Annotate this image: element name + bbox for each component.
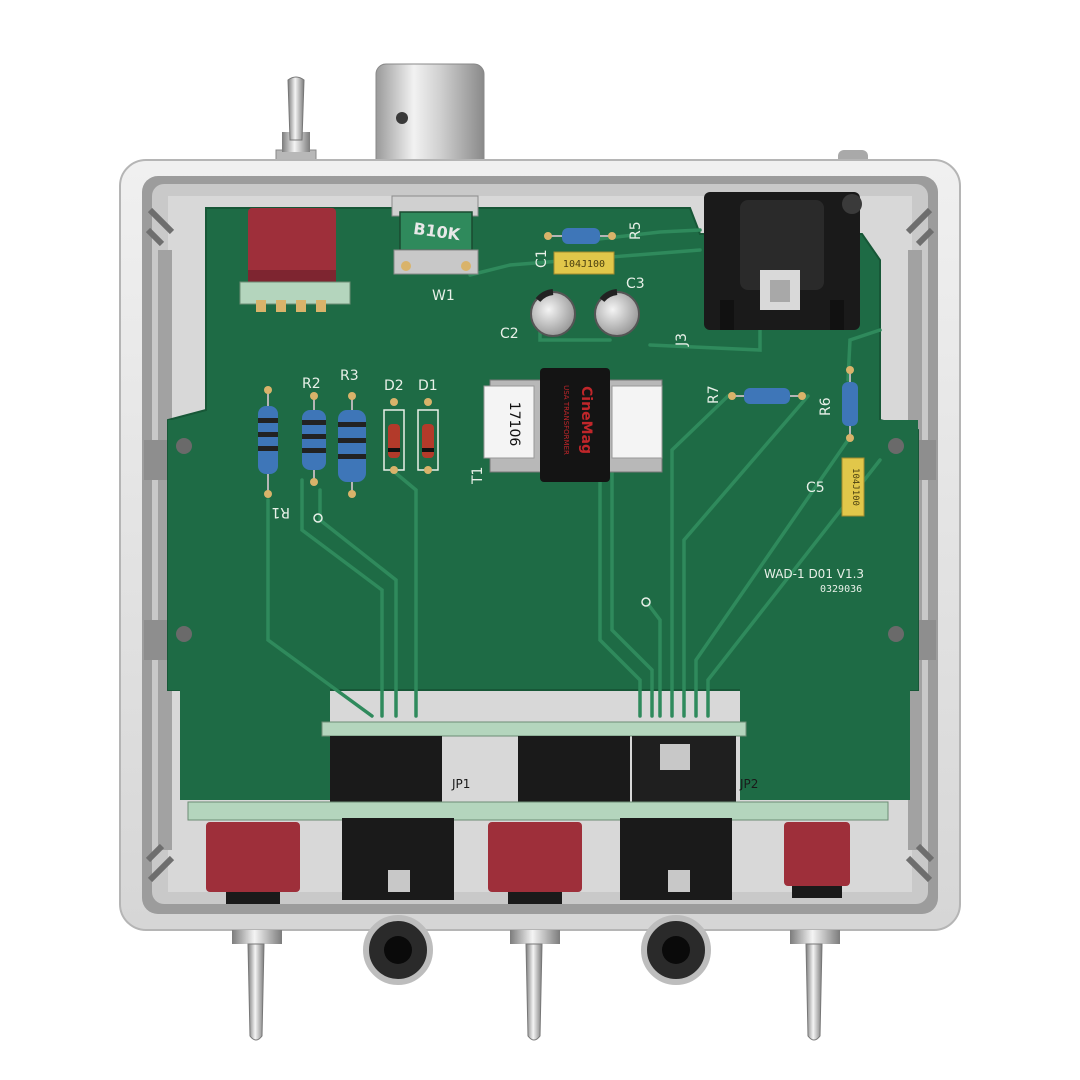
silk-w1: W1 bbox=[432, 288, 455, 304]
silk-j3: J3 bbox=[674, 333, 690, 347]
power-toggle-switch[interactable] bbox=[275, 76, 317, 169]
transformer-brand-label: CineMag bbox=[578, 386, 594, 454]
c5-value-label: 104J100 bbox=[850, 468, 860, 506]
transformer-number-label: 17106 bbox=[506, 402, 522, 447]
silk-d2: D2 bbox=[384, 378, 404, 394]
silk-jp1: JP1 bbox=[451, 777, 470, 791]
jack-header-board: JP1 JP2 bbox=[321, 721, 758, 806]
resistor-r7: R7 bbox=[706, 385, 806, 404]
silk-r7: R7 bbox=[706, 385, 722, 404]
silk-c3: C3 bbox=[626, 276, 645, 292]
input-jack-1[interactable] bbox=[342, 818, 454, 985]
silk-r2: R2 bbox=[302, 376, 321, 392]
capacitor-c2: C2 bbox=[500, 289, 576, 342]
silk-c2: C2 bbox=[500, 326, 519, 342]
c1-value-label: 104J100 bbox=[563, 259, 605, 270]
gain-knob[interactable] bbox=[375, 63, 485, 177]
silk-r5: R5 bbox=[628, 221, 644, 240]
silk-t1: T1 bbox=[470, 467, 486, 485]
board-serial-label: 0329036 bbox=[820, 584, 862, 595]
filter-toggle-switch[interactable] bbox=[784, 822, 850, 1041]
silk-r3: R3 bbox=[340, 368, 359, 384]
resistor-r5: R5 bbox=[544, 221, 644, 244]
silk-r6: R6 bbox=[818, 397, 834, 416]
pad-toggle-switch[interactable] bbox=[206, 822, 300, 1041]
capacitor-c1: 104J100 C1 bbox=[534, 249, 615, 275]
resistor-r3: R3 bbox=[338, 368, 366, 498]
board-id-label: WAD-1 D01 V1.3 bbox=[764, 567, 864, 581]
transformer-t1: 17106 CineMag USA TRANSFORMER T1 bbox=[470, 368, 663, 485]
pcb-vias bbox=[313, 513, 651, 607]
mounting-screws bbox=[176, 438, 904, 642]
silk-d1: D1 bbox=[418, 378, 438, 394]
diode-d2: D2 bbox=[383, 378, 405, 474]
resistor-r1: R1 bbox=[258, 386, 290, 520]
silk-r1: R1 bbox=[271, 504, 290, 520]
phase-toggle-switch[interactable] bbox=[488, 822, 582, 1041]
resistor-r6: R6 bbox=[818, 366, 858, 442]
front-panel-board bbox=[187, 801, 889, 821]
diode-d1: D1 bbox=[417, 378, 439, 474]
capacitor-c3: C3 bbox=[594, 276, 645, 337]
silk-jp2: JP2 bbox=[739, 777, 758, 791]
transformer-origin-label: USA TRANSFORMER bbox=[562, 385, 570, 455]
polarity-toggle-switch[interactable] bbox=[239, 208, 351, 312]
silk-c1: C1 bbox=[534, 249, 550, 268]
xlr-connector-j3: J3 bbox=[674, 192, 862, 347]
potentiometer-w1: B10K W1 bbox=[391, 195, 479, 304]
capacitor-c5: 104J100 C5 bbox=[806, 457, 865, 517]
resistor-r2: R2 bbox=[302, 376, 326, 486]
pcb-traces bbox=[266, 228, 882, 718]
output-jack-2[interactable] bbox=[620, 818, 732, 985]
knob-setscrew-icon bbox=[396, 112, 408, 124]
silk-c5: C5 bbox=[806, 480, 825, 496]
